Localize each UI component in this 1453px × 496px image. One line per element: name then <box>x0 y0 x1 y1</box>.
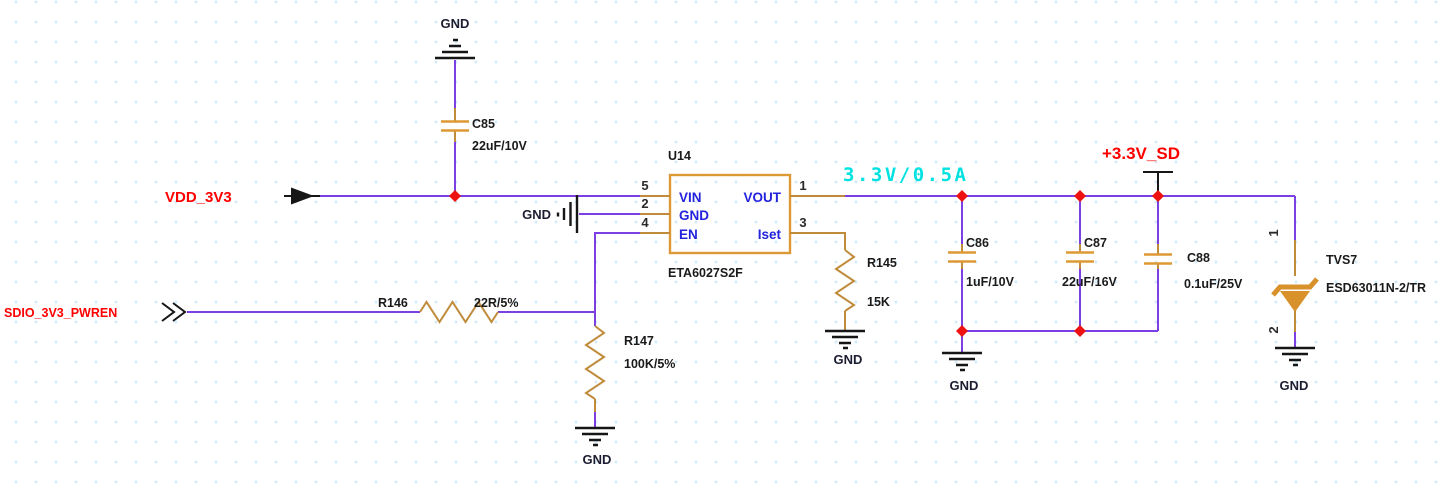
component-r146[interactable]: R146 22R/5% <box>378 296 518 324</box>
r146-value: 22R/5% <box>474 296 518 310</box>
u14-pin5-number: 5 <box>641 178 648 193</box>
c85-refdes: C85 <box>472 117 495 131</box>
gnd-label: GND <box>522 207 551 222</box>
capacitor-symbol <box>1144 253 1172 265</box>
u14-pin-name-vin: VIN <box>679 190 702 205</box>
port-arrow-icon <box>291 187 314 205</box>
port-sdio-pwren[interactable]: SDIO_3V3_PWREN <box>4 302 187 322</box>
capacitor-symbol <box>441 120 469 132</box>
component-c87[interactable]: C87 22uF/16V <box>1062 236 1118 289</box>
r145-value: 15K <box>867 295 890 309</box>
junction-dot <box>1074 190 1086 202</box>
wire-gnd-rail <box>961 330 1158 352</box>
u14-pin-name-iset: Iset <box>758 227 782 242</box>
junction-dot <box>1074 325 1086 337</box>
tvs7-pin1-number: 1 <box>1266 229 1281 236</box>
component-r147[interactable]: R147 100K/5% <box>584 325 675 412</box>
gnd-label: GND <box>950 378 979 393</box>
gnd-symbol-top: GND <box>435 16 475 60</box>
resistor-symbol <box>584 325 606 400</box>
power-flag-3v3-sd[interactable]: +3.3V_SD <box>1102 144 1180 196</box>
r145-refdes: R145 <box>867 256 897 270</box>
component-u14-regulator[interactable]: U14 ETA6027S2F 5 2 4 1 3 VIN GND EN VOUT… <box>640 149 845 280</box>
tvs7-refdes: TVS7 <box>1326 253 1357 267</box>
plus-3v3-sd-label: +3.3V_SD <box>1102 144 1180 163</box>
capacitor-symbol <box>1066 251 1094 263</box>
gnd-label: GND <box>441 16 470 31</box>
r146-refdes: R146 <box>378 296 408 310</box>
u14-pin1-number: 1 <box>799 178 806 193</box>
junction-dot <box>956 190 968 202</box>
c85-value: 22uF/10V <box>472 139 528 153</box>
component-c88[interactable]: C88 0.1uF/25V <box>1144 244 1243 291</box>
junction-dot <box>956 325 968 337</box>
wire-vout-rail <box>845 195 1296 240</box>
tvs7-pin2-number: 2 <box>1266 326 1281 333</box>
c88-refdes: C88 <box>1187 251 1210 265</box>
c87-refdes: C87 <box>1084 236 1107 250</box>
u14-part-number: ETA6027S2F <box>668 266 743 280</box>
u14-refdes: U14 <box>668 149 691 163</box>
gnd-label: GND <box>1280 378 1309 393</box>
u14-pin-name-gnd: GND <box>679 208 709 223</box>
gnd-symbol-r145: GND <box>825 329 865 367</box>
c87-value: 22uF/16V <box>1062 275 1118 289</box>
tvs-diode-symbol <box>1271 277 1319 312</box>
u14-pin-name-en: EN <box>679 227 698 242</box>
port-vdd-3v3[interactable]: VDD_3V3 <box>165 187 320 207</box>
tvs7-part-number: ESD63011N-2/TR <box>1326 281 1426 295</box>
r147-value: 100K/5% <box>624 357 675 371</box>
resistor-symbol <box>834 249 856 312</box>
junction-dots <box>449 190 1164 337</box>
gnd-symbol-c86: GND <box>942 351 982 393</box>
gnd-symbol-r147: GND <box>575 426 615 467</box>
r147-refdes: R147 <box>624 334 654 348</box>
junction-dot <box>1152 190 1164 202</box>
output-rating-annotation: 3.3V/0.5A <box>843 164 968 186</box>
resistor-symbol <box>419 300 499 324</box>
capacitor-symbol <box>948 251 976 263</box>
gnd-symbol-tvs: GND <box>1275 346 1315 393</box>
u14-pin2-number: 2 <box>641 196 648 211</box>
gnd-symbol-pin2: GND <box>522 195 579 233</box>
wire-cap-branches <box>961 196 1159 331</box>
u14-pin-stubs <box>640 195 845 234</box>
component-tvs7[interactable]: 1 2 TVS7 ESD63011N-2/TR <box>1266 229 1426 333</box>
sdio-pwren-label: SDIO_3V3_PWREN <box>4 306 117 320</box>
component-c85[interactable]: C85 22uF/10V <box>441 108 528 153</box>
c86-refdes: C86 <box>966 236 989 250</box>
junction-dot <box>449 190 461 202</box>
gnd-label: GND <box>834 352 863 367</box>
component-r145[interactable]: R145 15K <box>790 232 897 330</box>
u14-pin4-number: 4 <box>641 215 649 230</box>
vdd-3v3-label: VDD_3V3 <box>165 189 232 206</box>
wire-en-net <box>187 232 640 427</box>
u14-pin3-number: 3 <box>799 215 806 230</box>
component-c86[interactable]: C86 1uF/10V <box>948 236 1015 289</box>
u14-pin-name-vout: VOUT <box>743 190 781 205</box>
gnd-label: GND <box>583 452 612 467</box>
port-chevron-icon <box>161 302 187 322</box>
c88-value: 0.1uF/25V <box>1184 277 1243 291</box>
c86-value: 1uF/10V <box>966 275 1015 289</box>
